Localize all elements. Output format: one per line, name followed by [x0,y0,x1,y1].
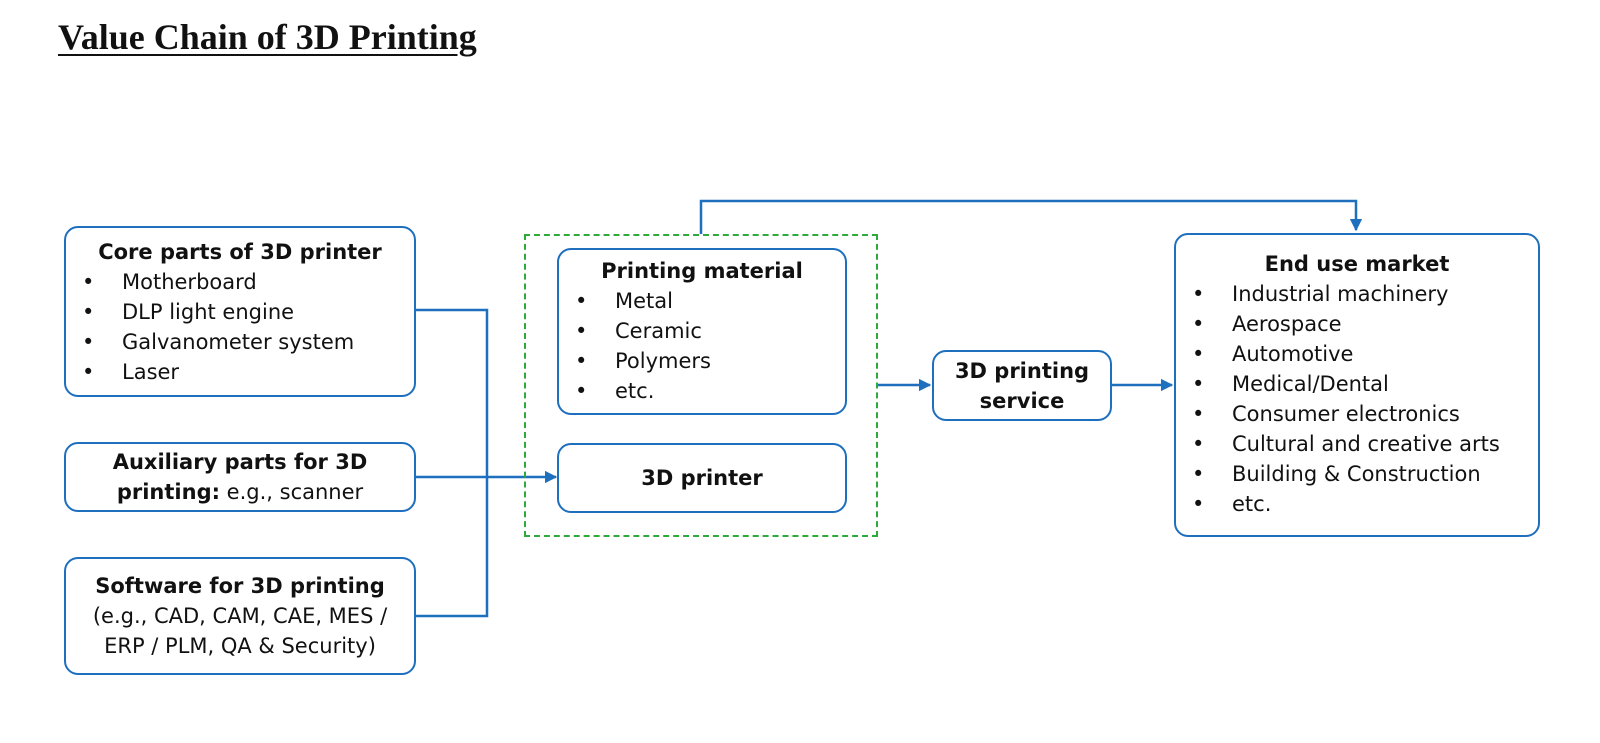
list-item: etc. [1176,489,1538,519]
list-item: Laser [66,357,414,387]
list-item: Industrial machinery [1176,279,1538,309]
service-title-line-1: 3D printing [954,358,1090,383]
printing-material-box: Printing material Metal Ceramic Polymers… [557,248,847,415]
material-printer-group [524,234,878,537]
edge-group-to-market [699,199,1363,234]
page-title: Value Chain of 3D Printing [58,17,477,57]
list-item: Automotive [1176,339,1538,369]
list-item: Aerospace [1176,309,1538,339]
list-item: etc. [559,376,845,406]
software-line-2: ERP / PLM, QA & Security) [104,634,376,658]
auxiliary-parts-detail: e.g., scanner [220,480,364,504]
end-use-market-box: End use market Industrial machinery Aero… [1174,233,1540,537]
core-parts-title: Core parts of 3D printer [98,240,382,264]
list-item: Motherboard [66,267,414,297]
auxiliary-parts-title-cont: printing: [116,480,220,504]
printer-box: 3D printer [557,443,847,513]
printer-title: 3D printer [641,466,763,490]
list-item: Metal [559,286,845,316]
list-item: DLP light engine [66,297,414,327]
list-item: Building & Construction [1176,459,1538,489]
service-box: 3D printing service [932,350,1112,421]
list-item: Polymers [559,346,845,376]
service-title-line-2: service [979,388,1065,413]
core-parts-box: Core parts of 3D printer Motherboard DLP… [64,226,416,397]
end-use-market-list: Industrial machinery Aerospace Automotiv… [1176,279,1538,519]
list-item: Medical/Dental [1176,369,1538,399]
list-item: Consumer electronics [1176,399,1538,429]
core-parts-list: Motherboard DLP light engine Galvanomete… [66,267,414,387]
edge-core-parts-to-printer [416,308,489,477]
list-item: Cultural and creative arts [1176,429,1538,459]
software-line-1: (e.g., CAD, CAM, CAE, MES / [92,604,388,628]
software-box: Software for 3D printing (e.g., CAD, CAM… [64,557,416,675]
auxiliary-parts-box: Auxiliary parts for 3D printing: e.g., s… [64,442,416,512]
list-item: Galvanometer system [66,327,414,357]
end-use-market-title: End use market [1264,252,1450,276]
printing-material-list: Metal Ceramic Polymers etc. [559,286,845,406]
printing-material-title: Printing material [601,259,803,283]
auxiliary-parts-title: Auxiliary parts for 3D [112,450,368,474]
software-title: Software for 3D printing [95,574,385,598]
list-item: Ceramic [559,316,845,346]
edge-software-to-printer [416,477,489,618]
